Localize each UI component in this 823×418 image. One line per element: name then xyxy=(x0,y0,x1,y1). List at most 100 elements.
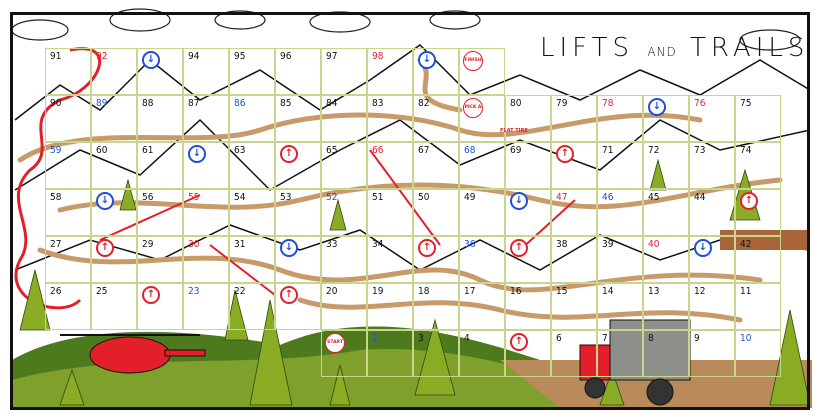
start-badge: START xyxy=(325,333,345,353)
board-square-11: 11 xyxy=(735,283,781,330)
board-square-26: 26 xyxy=(45,283,91,330)
board-square-48: ↓ xyxy=(505,189,551,236)
board-square-69: 69 xyxy=(505,142,551,189)
board-square-58: 58 xyxy=(45,189,91,236)
board-square-51: 51 xyxy=(367,189,413,236)
board-square-50: 50 xyxy=(413,189,459,236)
board-square-57: ↓ xyxy=(91,189,137,236)
board-square-100: FINISH xyxy=(459,48,505,95)
square-number: 84 xyxy=(326,98,338,109)
square-number: 11 xyxy=(740,286,752,297)
arrow-down-icon: ↓ xyxy=(694,239,712,257)
square-number: 33 xyxy=(326,239,338,250)
board-square-72: 72 xyxy=(643,142,689,189)
board-square-35: ↑ xyxy=(413,236,459,283)
arrow-up-icon: ↑ xyxy=(280,145,298,163)
board-square-94: 94 xyxy=(183,48,229,95)
square-number: 14 xyxy=(602,286,614,297)
board-square-19: 19 xyxy=(367,283,413,330)
square-number: 34 xyxy=(372,239,384,250)
square-number: 47 xyxy=(556,192,568,203)
board-square-2: 2 xyxy=(367,330,413,377)
square-number: 59 xyxy=(50,145,62,156)
board-square-16: 16 xyxy=(505,283,551,330)
board-square-20: 20 xyxy=(321,283,367,330)
square-number: 71 xyxy=(602,145,614,156)
board-square-98: 98 xyxy=(367,48,413,95)
square-number: 45 xyxy=(648,192,660,203)
board-square-93: ↓ xyxy=(137,48,183,95)
arrow-up-icon: ↑ xyxy=(96,239,114,257)
square-number: 86 xyxy=(234,98,246,109)
square-number: 83 xyxy=(372,98,384,109)
board-square-97: 97 xyxy=(321,48,367,95)
square-number: 26 xyxy=(50,286,62,297)
square-number: 97 xyxy=(326,51,338,62)
square-number: 3 xyxy=(418,333,424,344)
square-number: 61 xyxy=(142,145,154,156)
board-square-54: 54 xyxy=(229,189,275,236)
red-ribbon-slide xyxy=(14,47,101,310)
board-square-64: ↑ xyxy=(275,142,321,189)
board-square-44: 44 xyxy=(689,189,735,236)
square-number: 60 xyxy=(96,145,108,156)
square-number: 13 xyxy=(648,286,660,297)
board-square-74: 74 xyxy=(735,142,781,189)
board-square-71: 71 xyxy=(597,142,643,189)
board-square-60: 60 xyxy=(91,142,137,189)
board-square-79: 79 xyxy=(551,95,597,142)
square-number: 51 xyxy=(372,192,384,203)
title-word-and: AND xyxy=(647,45,677,59)
square-number: 9 xyxy=(694,333,700,344)
square-number: 76 xyxy=(694,98,706,109)
square-number: 72 xyxy=(648,145,660,156)
board-square-91: 91 xyxy=(45,48,91,95)
board-square-67: 67 xyxy=(413,142,459,189)
square-number: 29 xyxy=(142,239,154,250)
square-number: 10 xyxy=(740,333,752,344)
arrow-down-icon: ↓ xyxy=(648,98,666,116)
board-square-80: 80 xyxy=(505,95,551,142)
square-number: 94 xyxy=(188,51,200,62)
square-number: 91 xyxy=(50,51,62,62)
board-square-95: 95 xyxy=(229,48,275,95)
board-square-41: ↓ xyxy=(689,236,735,283)
board-square-24: ↑ xyxy=(137,283,183,330)
board-square-12: 12 xyxy=(689,283,735,330)
square-number: 73 xyxy=(694,145,706,156)
square-number: 44 xyxy=(694,192,706,203)
square-number: 88 xyxy=(142,98,154,109)
square-number: 85 xyxy=(280,98,292,109)
board-frame xyxy=(10,12,810,410)
board-square-18: 18 xyxy=(413,283,459,330)
square-number: 95 xyxy=(234,51,246,62)
board-square-77: ↓ xyxy=(643,95,689,142)
board-square-65: 65 xyxy=(321,142,367,189)
square-number: 66 xyxy=(372,145,384,156)
square-number: 80 xyxy=(510,98,522,109)
board-square-31: 31 xyxy=(229,236,275,283)
board-square-7: 7 xyxy=(597,330,643,377)
square-number: 25 xyxy=(96,286,108,297)
board-square-53: 53 xyxy=(275,189,321,236)
square-number: 46 xyxy=(602,192,614,203)
title-word-trails: TRAILS xyxy=(690,33,810,63)
board-square-28: ↑ xyxy=(91,236,137,283)
board-square-4: 4 xyxy=(459,330,505,377)
board-square-27: 27 xyxy=(45,236,91,283)
board-square-22: 22 xyxy=(229,283,275,330)
arrow-up-icon: ↑ xyxy=(740,192,758,210)
board-square-40: 40 xyxy=(643,236,689,283)
finish-badge: FINISH xyxy=(463,51,483,71)
square-number: 42 xyxy=(740,239,752,250)
square-number: 78 xyxy=(602,98,614,109)
helicopter-illustration xyxy=(60,334,206,374)
square-number: 8 xyxy=(648,333,654,344)
square-number: 75 xyxy=(740,98,752,109)
board-square-25: 25 xyxy=(91,283,137,330)
arrow-up-icon: ↑ xyxy=(510,239,528,257)
square-number: 67 xyxy=(418,145,430,156)
board-square-33: 33 xyxy=(321,236,367,283)
game-title: LIFTS AND TRAILS xyxy=(540,33,809,63)
